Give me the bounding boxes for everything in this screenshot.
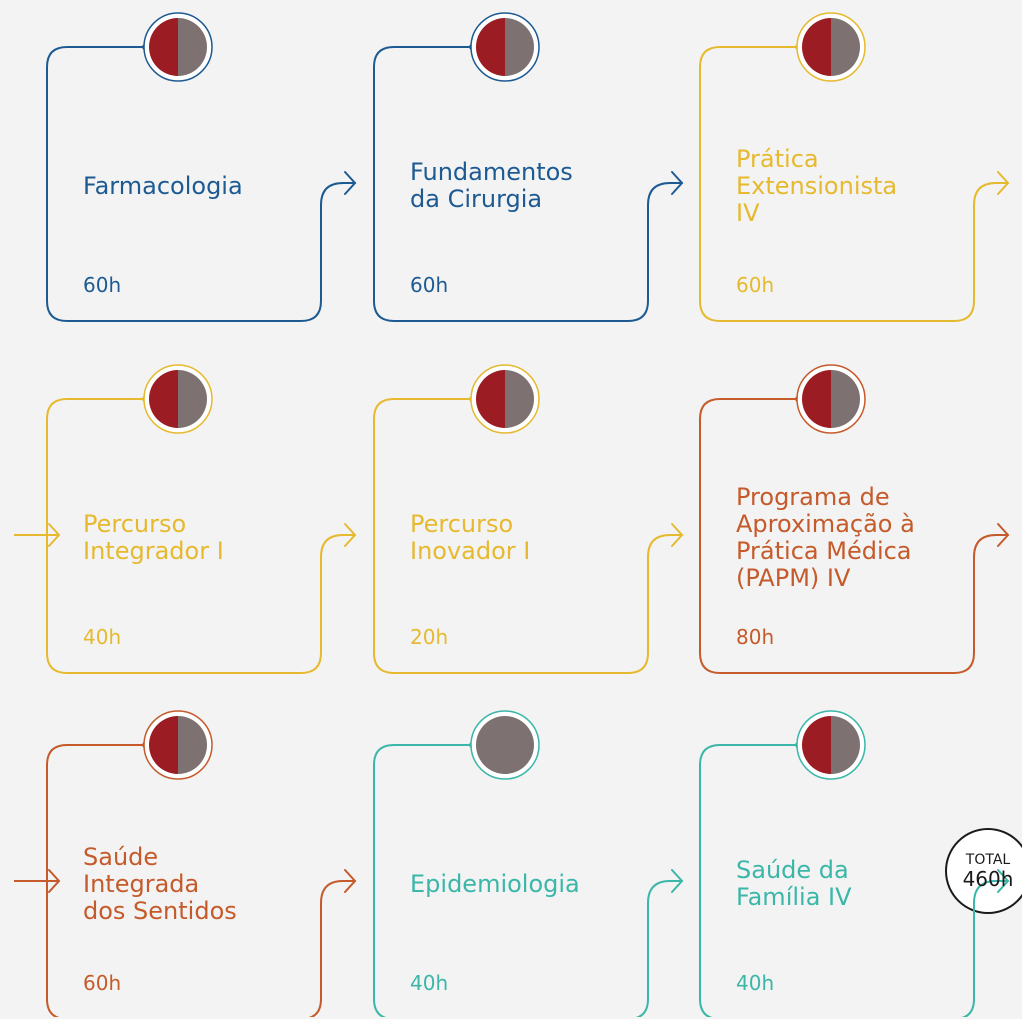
connector-line — [46, 46, 356, 322]
badge-right-half — [505, 370, 534, 428]
connector-line — [373, 46, 683, 322]
total-circle — [945, 828, 1022, 914]
course-card: Epidemiologia 40h — [374, 747, 648, 1019]
course-card: Percurso Inovador I 20h — [374, 401, 648, 673]
course-hours: 40h — [736, 971, 775, 995]
arrow-icon — [997, 523, 1010, 547]
connector-line — [699, 744, 1009, 1017]
course-title: Prática Extensionista IV — [736, 144, 898, 227]
arrow-icon — [344, 869, 357, 893]
course-card: Fundamentos da Cirurgia 60h — [374, 49, 648, 321]
course-hours: 40h — [83, 625, 122, 649]
course-title: Farmacologia — [83, 171, 243, 200]
arrow-icon — [671, 869, 684, 893]
course-card: Saúde Integrada dos Sentidos 60h — [47, 747, 321, 1019]
badge-left-half — [149, 716, 178, 774]
badge-left-half — [802, 18, 831, 76]
course-title: Epidemiologia — [410, 869, 580, 898]
course-card: Percurso Integrador I 40h — [47, 401, 321, 673]
badge-right-half — [178, 18, 207, 76]
badge-left-half — [802, 716, 831, 774]
arrow-icon — [48, 869, 61, 893]
badge-right-half — [831, 18, 860, 76]
connector-line — [46, 744, 356, 1017]
arrow-icon — [997, 171, 1010, 195]
connector-line — [699, 398, 1009, 674]
course-title: Percurso Inovador I — [410, 510, 531, 565]
badge-left-half — [476, 370, 505, 428]
course-hours: 80h — [736, 625, 775, 649]
badge-left-half — [802, 370, 831, 428]
course-title: Percurso Integrador I — [83, 510, 224, 565]
connector-line — [373, 744, 683, 1017]
badge-right-half — [178, 370, 207, 428]
badge-right-half — [831, 370, 860, 428]
course-hours: 60h — [736, 273, 775, 297]
course-title: Saúde da Família IV — [736, 856, 852, 911]
arrow-icon — [997, 869, 1010, 893]
course-hours: 60h — [83, 971, 122, 995]
badge-right-half — [505, 18, 534, 76]
course-hours: 20h — [410, 625, 449, 649]
course-hours: 60h — [410, 273, 449, 297]
course-title: Saúde Integrada dos Sentidos — [83, 842, 237, 925]
connector-line — [373, 398, 683, 674]
course-title: Programa de Aproximação à Prática Médica… — [736, 483, 915, 592]
arrow-icon — [48, 523, 61, 547]
total-label: TOTAL — [965, 852, 1011, 868]
course-card: Saúde da Família IV 40h — [700, 747, 974, 1019]
arrow-icon — [671, 171, 684, 195]
arrow-icon — [344, 523, 357, 547]
course-hours: 60h — [83, 273, 122, 297]
badge-left-half — [149, 18, 178, 76]
badge-full — [476, 716, 534, 774]
badge-right-half — [178, 716, 207, 774]
connector-line — [46, 398, 356, 674]
badge-left-half — [149, 370, 178, 428]
course-hours: 40h — [410, 971, 449, 995]
badge-left-half — [476, 18, 505, 76]
arrow-icon — [344, 171, 357, 195]
course-card: Programa de Aproximação à Prática Médica… — [700, 401, 974, 673]
course-card: Farmacologia 60h — [47, 49, 321, 321]
badge-right-half — [831, 716, 860, 774]
total-hours-badge: TOTAL 460h — [956, 823, 1020, 919]
arrow-icon — [671, 523, 684, 547]
total-value: 460h — [962, 867, 1014, 891]
course-title: Fundamentos da Cirurgia — [410, 158, 573, 213]
course-card: Prática Extensionista IV 60h — [700, 49, 974, 321]
connector-line — [699, 46, 1009, 322]
